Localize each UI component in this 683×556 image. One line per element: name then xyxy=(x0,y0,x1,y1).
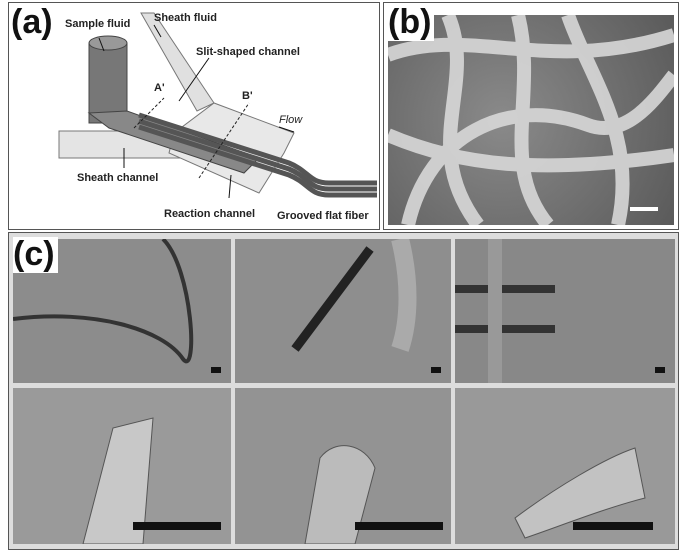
scale-bar xyxy=(431,367,441,373)
scale-bar xyxy=(655,367,665,373)
label-b-prime: B' xyxy=(242,90,253,102)
label-sheath-channel: Sheath channel xyxy=(77,172,158,184)
scale-bar xyxy=(133,522,221,530)
panel-b-label: (b) xyxy=(388,5,435,41)
label-sample-fluid: Sample fluid xyxy=(65,18,130,30)
sem-tile-6 xyxy=(455,388,675,544)
sem-tile-3 xyxy=(455,239,675,383)
scale-bar xyxy=(355,522,443,530)
panel-c-label: (c) xyxy=(13,237,58,273)
sem-tile-2 xyxy=(235,239,451,383)
label-sheath-fluid: Sheath fluid xyxy=(154,12,217,24)
scale-bar xyxy=(211,367,221,373)
sem-tile-1 xyxy=(13,239,231,383)
sem-tile-4 xyxy=(13,388,231,544)
microfluidic-device-diagram: Sample fluid Sheath fluid Slit-shaped ch… xyxy=(58,12,377,222)
label-a-prime: A' xyxy=(154,82,165,94)
fiber-network xyxy=(388,15,674,225)
sem-tile-5 xyxy=(235,388,451,544)
label-reaction-channel: Reaction channel xyxy=(164,208,255,220)
sem-image-fibers xyxy=(388,15,674,225)
label-flow: Flow xyxy=(279,114,303,126)
label-slit-channel: Slit-shaped channel xyxy=(196,46,300,58)
label-grooved-fiber: Grooved flat fiber xyxy=(277,210,369,222)
scale-bar xyxy=(573,522,653,530)
panel-c: (c) xyxy=(8,232,679,550)
panel-b: (b) xyxy=(383,2,679,230)
scale-bar xyxy=(630,207,658,211)
panel-a: (a) Sample fluid Sheath fluid Slit-shape… xyxy=(8,2,380,230)
panel-a-label: (a) xyxy=(11,3,53,41)
